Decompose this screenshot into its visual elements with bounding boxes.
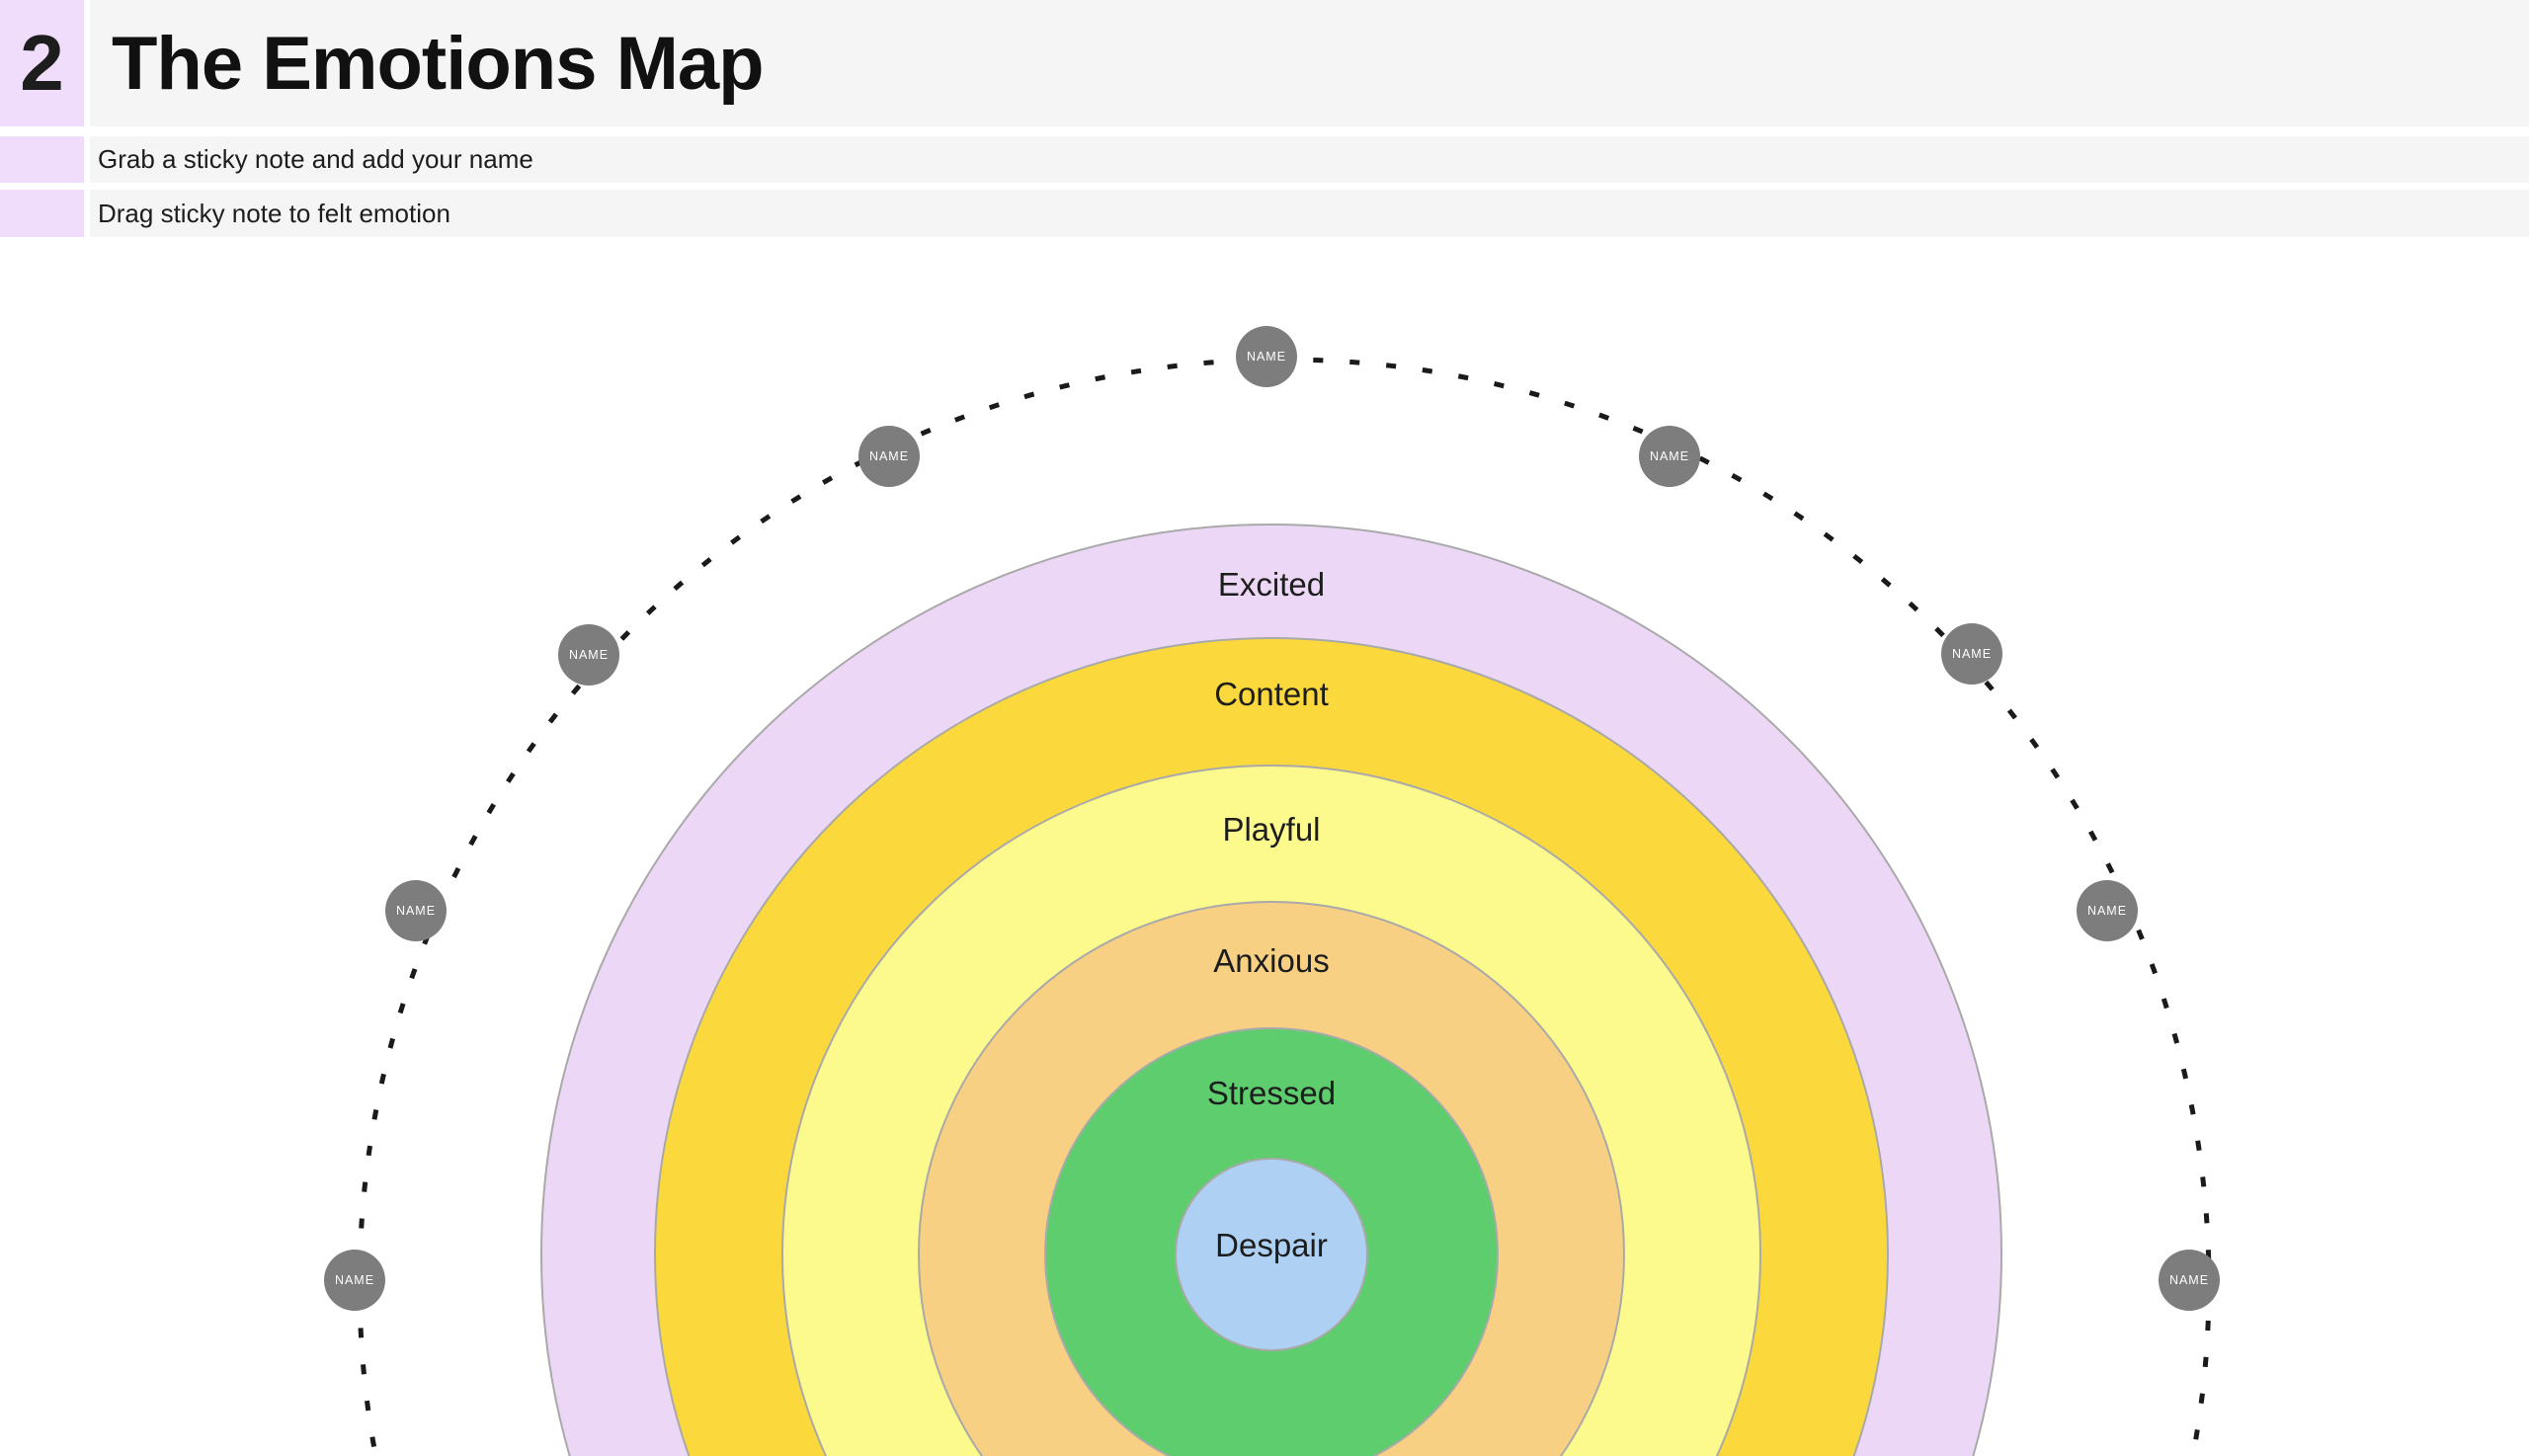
step-number: 2 xyxy=(20,19,64,107)
name-sticky-note[interactable]: NAME xyxy=(2077,880,2138,941)
name-sticky-note[interactable]: NAME xyxy=(1941,623,2002,685)
ring-despair[interactable] xyxy=(1175,1158,1368,1351)
instruction-bullet-2 xyxy=(0,190,84,237)
name-sticky-note[interactable]: NAME xyxy=(324,1250,385,1311)
step-number-badge: 2 xyxy=(0,0,84,126)
page-title: The Emotions Map xyxy=(112,21,765,106)
name-sticky-note[interactable]: NAME xyxy=(2159,1250,2220,1311)
name-sticky-note[interactable]: NAME xyxy=(858,426,920,487)
instruction-row-1: Grab a sticky note and add your name xyxy=(90,136,2529,183)
header-bar: The Emotions Map xyxy=(90,0,2529,126)
instruction-row-2: Drag sticky note to felt emotion xyxy=(90,190,2529,237)
instruction-bullet-1 xyxy=(0,136,84,183)
instruction-text-1: Grab a sticky note and add your name xyxy=(98,144,533,174)
name-sticky-note[interactable]: NAME xyxy=(385,880,447,941)
name-sticky-note[interactable]: NAME xyxy=(1639,426,1700,487)
instruction-text-2: Drag sticky note to felt emotion xyxy=(98,198,450,228)
name-sticky-note[interactable]: NAME xyxy=(1236,326,1297,387)
name-sticky-note[interactable]: NAME xyxy=(558,624,619,686)
